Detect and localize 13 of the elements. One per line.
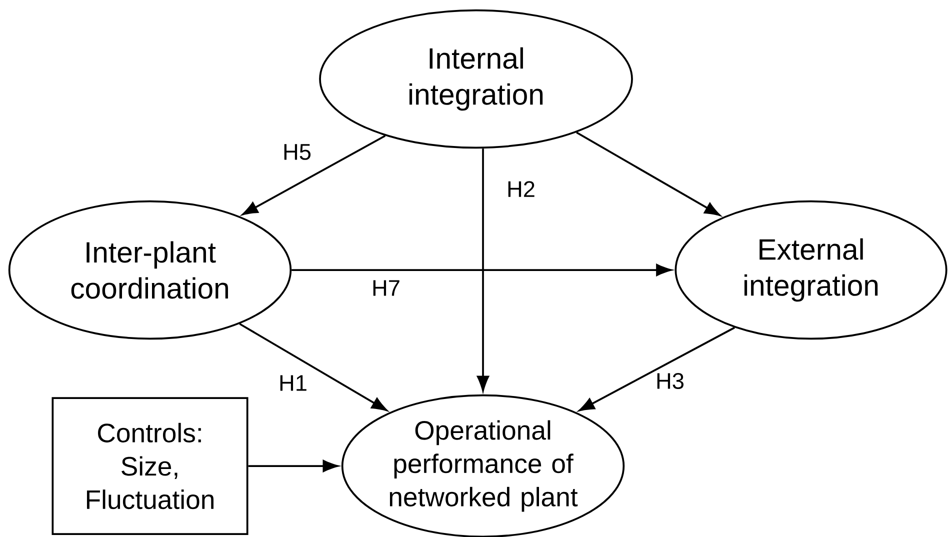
arrow	[242, 134, 386, 216]
edge-label: H1	[277, 374, 309, 392]
arrow	[239, 323, 388, 412]
edge-label: H5	[281, 142, 313, 162]
arrow	[477, 148, 490, 392]
controls-box: Controls: Size, Fluctuation	[52, 397, 248, 535]
edge-label: H7	[370, 278, 402, 298]
arrow	[576, 132, 720, 216]
arrow	[248, 460, 338, 472]
arrow	[578, 326, 735, 412]
edge-label: H2	[505, 180, 537, 198]
edge-label: H3	[654, 372, 686, 390]
arrow	[292, 264, 672, 276]
